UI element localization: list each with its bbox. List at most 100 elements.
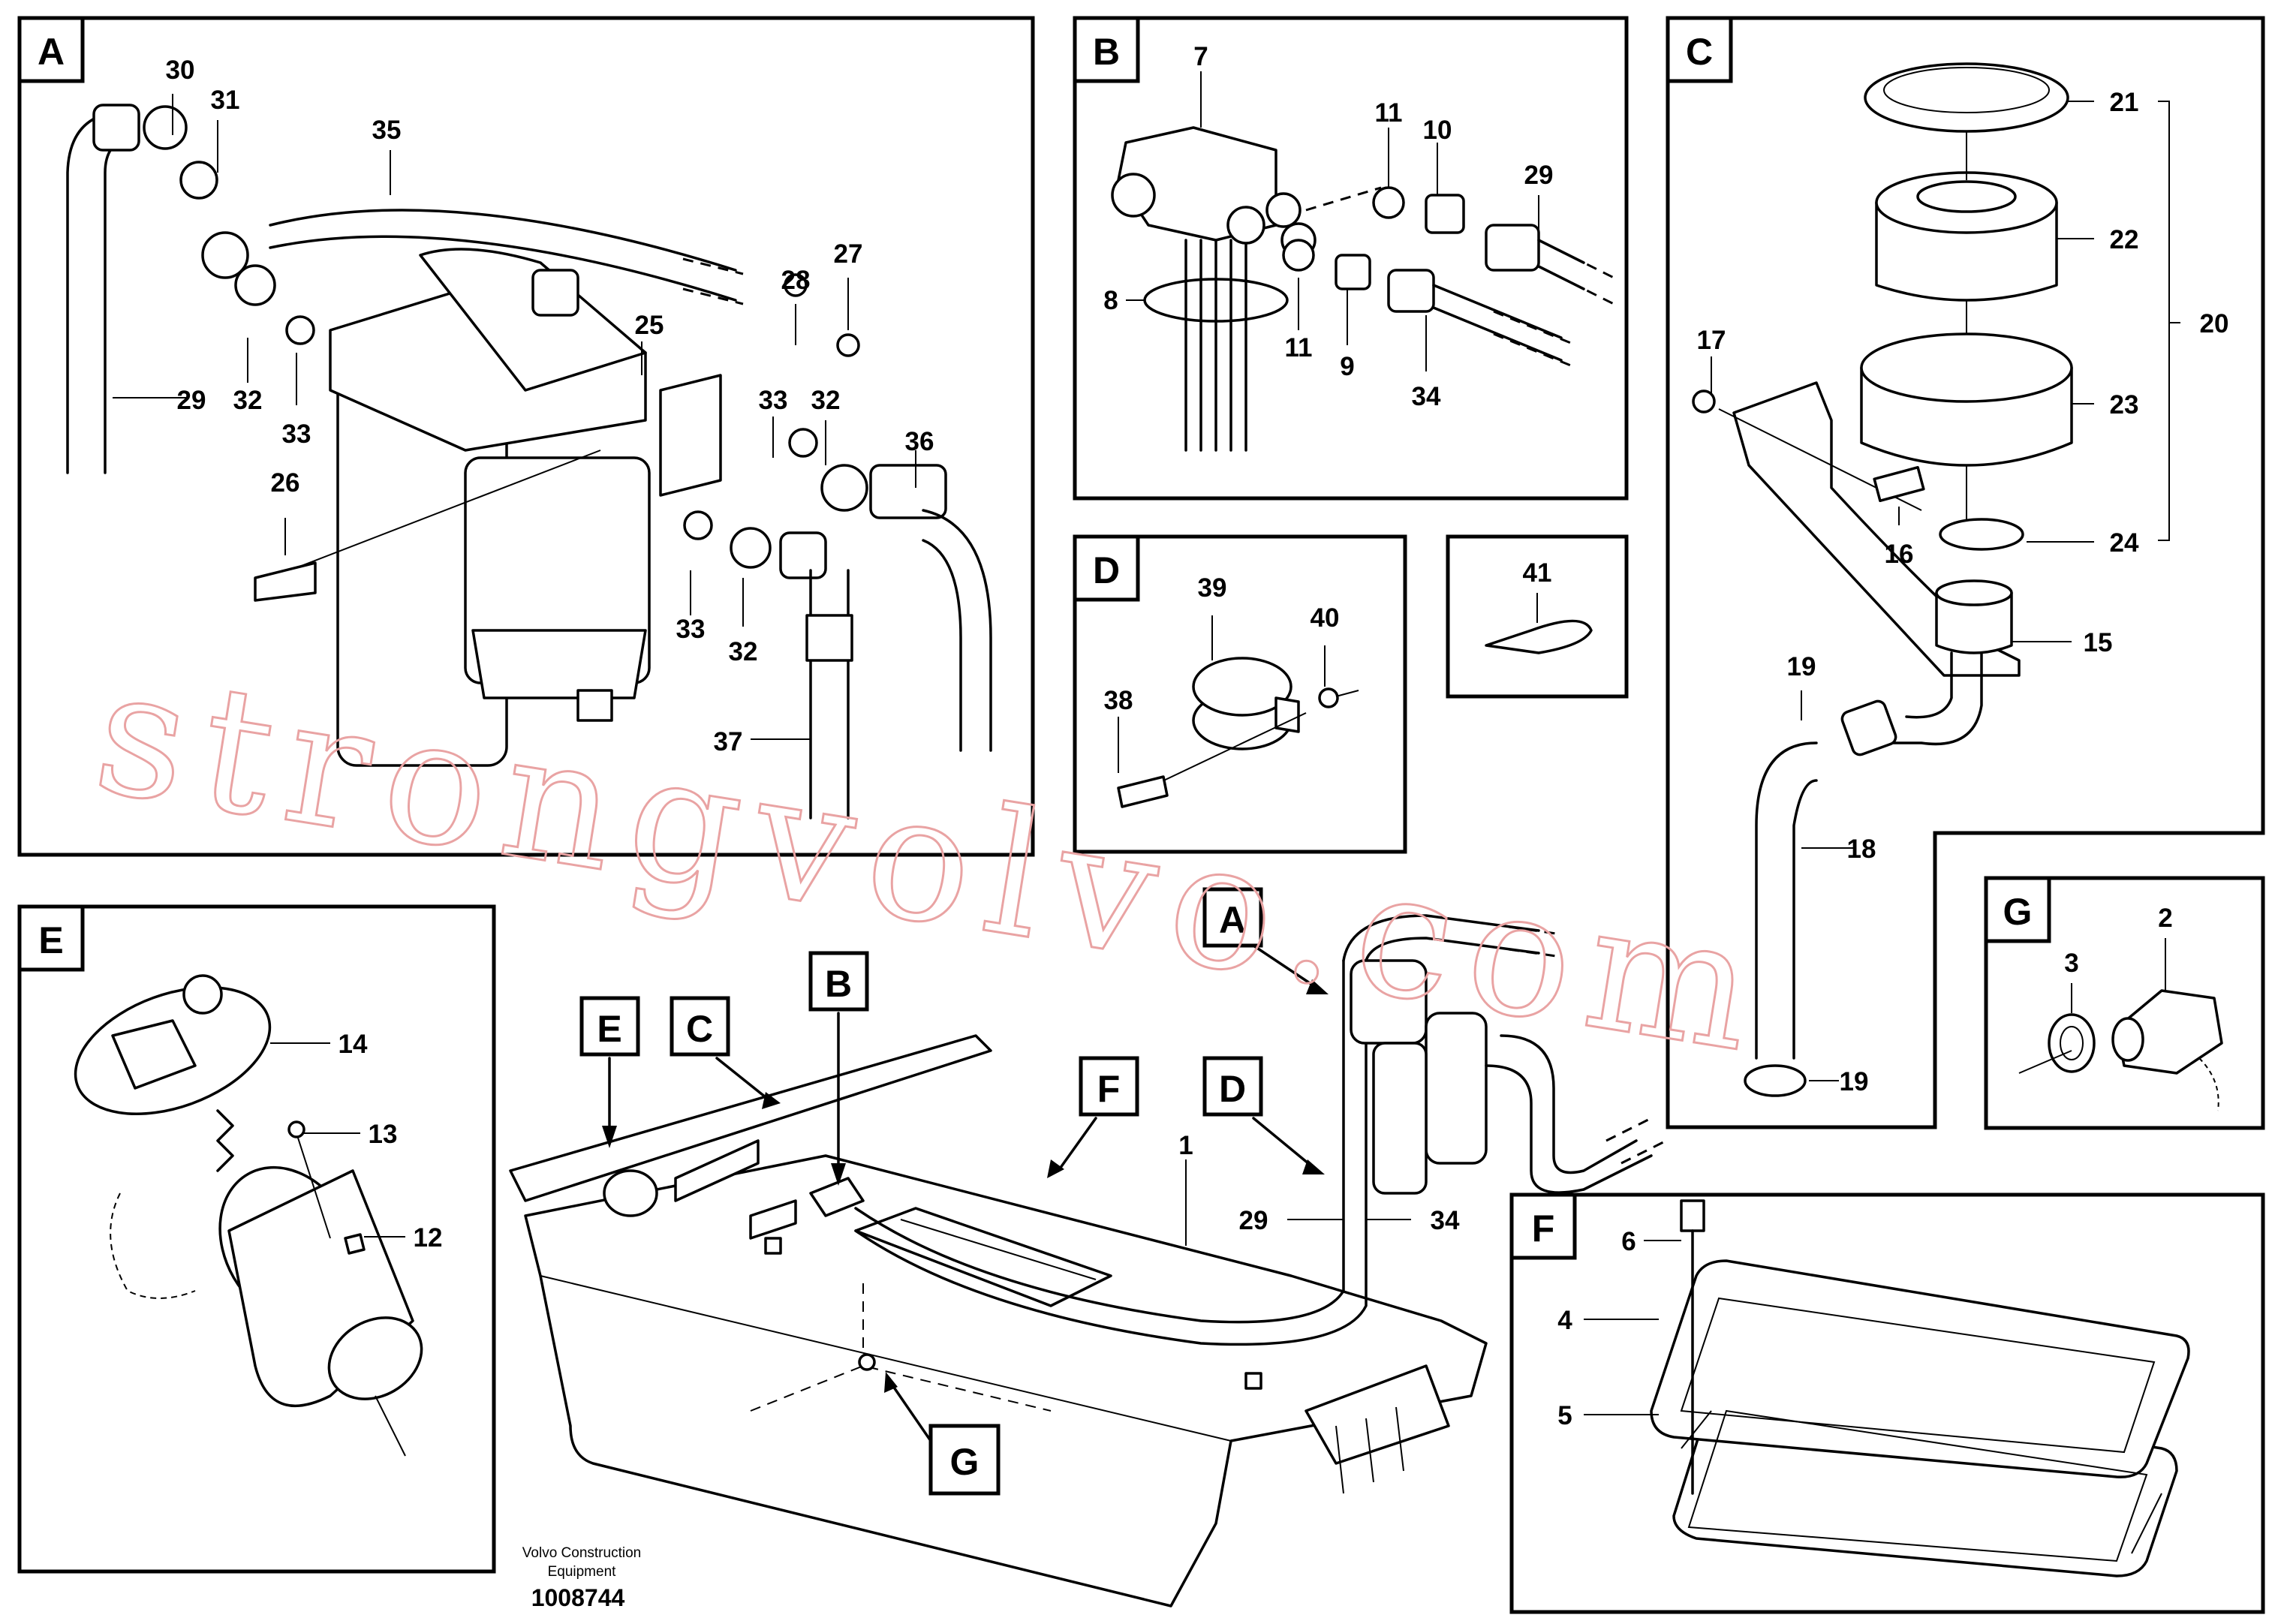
- label-35: 35: [372, 116, 402, 145]
- panel-b: B: [1073, 16, 1629, 501]
- panel-a: A: [17, 16, 1035, 857]
- label-11-b: 11: [1285, 333, 1313, 362]
- callout-b: B: [808, 951, 869, 1186]
- label-12: 12: [414, 1223, 443, 1253]
- panel-b-labels: 7 11 10 29 8 11 9 34: [1103, 42, 1553, 411]
- panel-d-tag: [1073, 534, 1140, 602]
- fuel-filter-assembly: [66, 104, 992, 820]
- panel-c-leaders: [1711, 101, 2180, 1081]
- label-36: 36: [905, 427, 934, 456]
- label-4: 4: [1557, 1306, 1572, 1335]
- label-33-c: 33: [676, 615, 706, 644]
- label-38: 38: [1104, 686, 1133, 715]
- label-32-c: 32: [729, 637, 758, 666]
- panel-e-labels: 14 13 12: [339, 1030, 443, 1253]
- panel-d-labels: 39 40 38: [1104, 573, 1340, 715]
- label-27: 27: [834, 239, 863, 269]
- air-breather-assembly: [1692, 62, 2073, 1097]
- panel-c-frame: [1666, 16, 2265, 1129]
- label-5: 5: [1557, 1401, 1572, 1430]
- watermark: strongvolvo.com: [83, 630, 1783, 1095]
- cable-tie: [1485, 619, 1593, 654]
- label-33-b: 33: [759, 386, 788, 415]
- panel-f-letter: F: [1532, 1207, 1555, 1250]
- panel-d-letter: D: [1093, 549, 1120, 591]
- panel-g-tag: [1984, 876, 2051, 943]
- panel-e-leaders: [270, 1042, 405, 1238]
- tank-cover-plate: [1650, 1199, 2190, 1577]
- panel-g-frame: [1984, 876, 2265, 1130]
- label-33-a: 33: [282, 420, 311, 449]
- label-40: 40: [1311, 603, 1340, 633]
- label-31: 31: [211, 86, 240, 115]
- callout-e: E: [579, 996, 640, 1148]
- panel-g-leaders: [2071, 938, 2166, 1013]
- drain-plug: [2018, 989, 2223, 1111]
- svg-text:D: D: [1219, 1068, 1246, 1110]
- label-19-a: 19: [1787, 652, 1816, 681]
- panel-b-tag: [1073, 16, 1140, 83]
- svg-text:C: C: [686, 1008, 713, 1050]
- label-17: 17: [1697, 326, 1726, 355]
- panel-a-labels: 30 31 35 28 27 25 29 32 33 33 32 36 26 3…: [166, 56, 934, 756]
- label-6: 6: [1621, 1227, 1636, 1256]
- label-34-b: 34: [1412, 382, 1441, 411]
- callout-c: C: [670, 996, 781, 1109]
- panel-f-labels: 6 4 5: [1557, 1227, 1636, 1430]
- panel-f-leaders: [1584, 1240, 1681, 1415]
- label-23: 23: [2110, 390, 2139, 420]
- label-19-b: 19: [1840, 1067, 1869, 1096]
- label-20: 20: [2200, 309, 2229, 338]
- callout-g: G: [884, 1372, 1001, 1496]
- panel-b-leaders: [1126, 71, 1539, 371]
- panel-g-labels: 2 3: [2064, 904, 2172, 978]
- panel-f: F 6 4 5: [1509, 1192, 2265, 1614]
- callout-a: A: [1202, 887, 1329, 994]
- label-24: 24: [2110, 528, 2139, 558]
- svg-text:A: A: [1219, 899, 1246, 941]
- label-14: 14: [339, 1030, 368, 1059]
- svg-text:E: E: [597, 1008, 621, 1050]
- label-37: 37: [714, 727, 743, 756]
- panel-f-frame: [1509, 1192, 2265, 1614]
- label-9: 9: [1340, 352, 1354, 381]
- label-29-overview: 29: [1239, 1206, 1268, 1235]
- label-18: 18: [1847, 835, 1876, 864]
- publisher-line-2: Equipment: [548, 1564, 617, 1580]
- label-34-overview: 34: [1431, 1206, 1460, 1235]
- label-16: 16: [1885, 540, 1914, 569]
- watermark-text: strongvolvo.com: [83, 631, 1782, 1093]
- label-15: 15: [2084, 628, 2113, 657]
- document-number: 1008744: [531, 1584, 625, 1611]
- svg-text:B: B: [825, 963, 852, 1005]
- panel-cable-tie: 41: [1446, 534, 1629, 699]
- cable-tie-frame: [1446, 534, 1629, 699]
- callout-f: F: [1047, 1056, 1139, 1178]
- label-25: 25: [635, 311, 664, 340]
- panel-g: G 2 3: [1984, 876, 2265, 1130]
- publisher-line-1: Volvo Construction: [522, 1545, 641, 1561]
- label-1: 1: [1178, 1131, 1193, 1160]
- fuel-tank-overview: [509, 914, 1667, 1607]
- svg-text:G: G: [950, 1441, 980, 1483]
- overview-callouts: E C B A F D: [579, 887, 1329, 1496]
- panel-b-frame: [1073, 16, 1629, 501]
- panel-a-frame: [17, 16, 1035, 857]
- label-32-b: 32: [811, 386, 841, 415]
- label-41: 41: [1523, 558, 1552, 588]
- panel-a-letter: A: [38, 31, 65, 73]
- label-28: 28: [781, 266, 811, 295]
- pipe-clamp: [1117, 657, 1359, 808]
- panel-b-letter: B: [1093, 31, 1120, 73]
- fuel-filler-cap: [74, 974, 423, 1457]
- label-3: 3: [2064, 949, 2078, 978]
- label-10: 10: [1423, 116, 1452, 145]
- callout-d: D: [1202, 1056, 1325, 1174]
- panel-c: C: [1666, 16, 2265, 1129]
- panel-e-frame: [17, 904, 496, 1574]
- panel-d-frame: [1073, 534, 1407, 854]
- label-26: 26: [271, 468, 300, 498]
- panel-e: E 14 13 12: [17, 904, 496, 1574]
